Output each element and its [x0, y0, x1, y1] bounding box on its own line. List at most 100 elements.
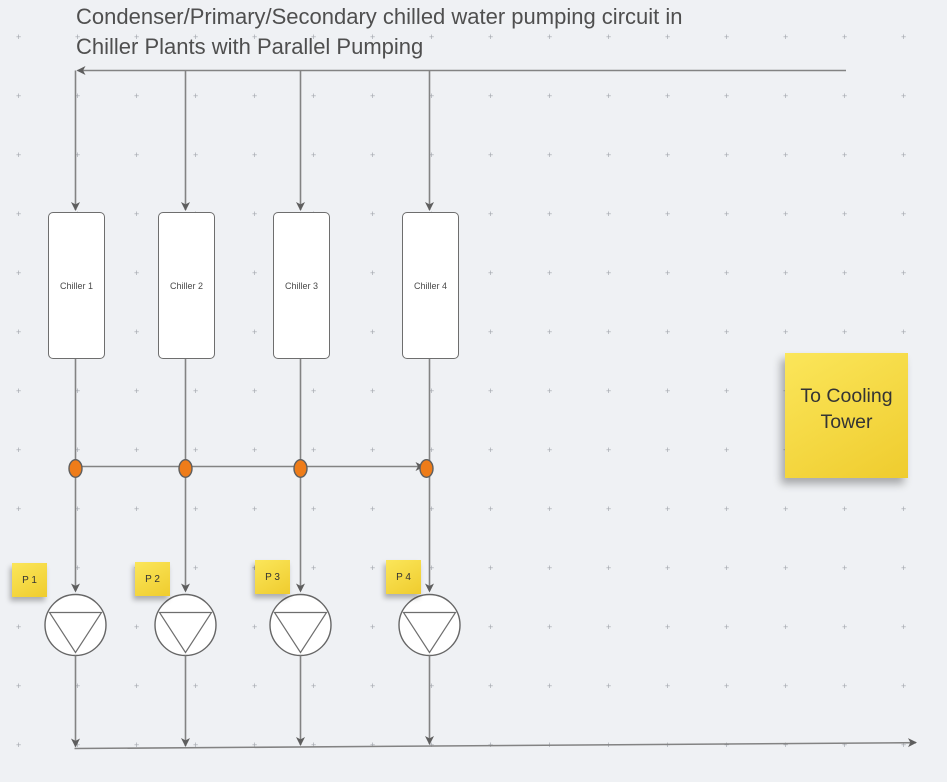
pump-3[interactable] — [269, 593, 332, 657]
cooling-tower-note[interactable]: To Cooling Tower — [785, 353, 908, 478]
chiller-4-label: Chiller 4 — [413, 280, 447, 291]
chiller-3[interactable]: Chiller 3 — [273, 212, 330, 359]
grid-mark: + — [488, 327, 494, 337]
manifold-junction-dot-2[interactable] — [178, 459, 193, 479]
grid-mark: + — [606, 504, 612, 514]
grid-mark: + — [311, 740, 317, 750]
grid-mark: + — [783, 504, 789, 514]
grid-mark: + — [370, 150, 376, 160]
grid-mark: + — [370, 563, 376, 573]
grid-mark: + — [724, 681, 730, 691]
grid-mark: + — [901, 91, 907, 101]
grid-mark: + — [370, 91, 376, 101]
pump-tag-1[interactable]: P 1 — [12, 563, 47, 597]
grid-mark: + — [842, 681, 848, 691]
grid-mark: + — [429, 91, 435, 101]
pump-4[interactable] — [398, 593, 461, 657]
chiller-1[interactable]: Chiller 1 — [48, 212, 105, 359]
grid-mark: + — [665, 386, 671, 396]
grid-mark: + — [370, 327, 376, 337]
grid-mark: + — [16, 622, 22, 632]
pump-1[interactable] — [44, 593, 107, 657]
grid-mark: + — [75, 681, 81, 691]
grid-mark: + — [311, 681, 317, 691]
grid-mark: + — [724, 150, 730, 160]
grid-mark: + — [75, 504, 81, 514]
grid-mark: + — [783, 327, 789, 337]
grid-mark: + — [901, 563, 907, 573]
grid-mark: + — [16, 681, 22, 691]
chiller-2-label: Chiller 2 — [169, 280, 203, 291]
grid-mark: + — [547, 327, 553, 337]
grid-mark: + — [16, 504, 22, 514]
grid-mark: + — [252, 268, 258, 278]
pump-2[interactable] — [154, 593, 217, 657]
grid-mark: + — [547, 150, 553, 160]
pump-tag-2[interactable]: P 2 — [135, 562, 170, 596]
grid-mark: + — [724, 563, 730, 573]
grid-mark: + — [252, 622, 258, 632]
grid-mark: + — [665, 445, 671, 455]
grid-mark: + — [842, 563, 848, 573]
grid-mark: + — [252, 681, 258, 691]
chiller-4[interactable]: Chiller 4 — [402, 212, 459, 359]
grid-mark: + — [606, 327, 612, 337]
grid-mark: + — [134, 32, 140, 42]
grid-mark: + — [842, 327, 848, 337]
grid-mark: + — [311, 32, 317, 42]
grid-mark: + — [429, 504, 435, 514]
grid-mark: + — [842, 740, 848, 750]
grid-mark: + — [429, 681, 435, 691]
chiller-1-label: Chiller 1 — [59, 280, 93, 291]
title-line-1: Condenser/Primary/Secondary chilled wate… — [76, 4, 683, 29]
grid-mark: + — [547, 563, 553, 573]
grid-mark: + — [547, 209, 553, 219]
grid-mark: + — [75, 445, 81, 455]
grid-mark: + — [665, 681, 671, 691]
grid-mark: + — [842, 504, 848, 514]
grid-mark: + — [606, 32, 612, 42]
grid-mark: + — [665, 622, 671, 632]
page-title[interactable]: Condenser/Primary/Secondary chilled wate… — [76, 2, 683, 62]
grid-mark: + — [606, 386, 612, 396]
grid-mark: + — [311, 563, 317, 573]
grid-mark: + — [488, 209, 494, 219]
grid-mark: + — [252, 445, 258, 455]
grid-mark: + — [724, 504, 730, 514]
grid-mark: + — [193, 91, 199, 101]
pump-tag-3[interactable]: P 3 — [255, 560, 290, 594]
manifold-junction-dot-4[interactable] — [419, 459, 434, 479]
chiller-2[interactable]: Chiller 2 — [158, 212, 215, 359]
manifold-junction-dot-3[interactable] — [293, 459, 308, 479]
grid-mark: + — [665, 32, 671, 42]
grid-mark: + — [547, 681, 553, 691]
grid-mark: + — [193, 563, 199, 573]
pump-tag-4[interactable]: P 4 — [386, 560, 421, 594]
grid-mark: + — [429, 32, 435, 42]
grid-mark: + — [429, 740, 435, 750]
grid-mark: + — [193, 32, 199, 42]
grid-mark: + — [665, 563, 671, 573]
grid-mark: + — [429, 563, 435, 573]
grid-mark: + — [134, 740, 140, 750]
grid-mark: + — [724, 209, 730, 219]
grid-mark: + — [901, 622, 907, 632]
grid-mark: + — [547, 445, 553, 455]
grid-mark: + — [16, 32, 22, 42]
cooling-tower-note-text: To Cooling Tower — [800, 385, 893, 433]
grid-mark: + — [606, 209, 612, 219]
grid-mark: + — [134, 150, 140, 160]
grid-mark: + — [134, 327, 140, 337]
grid-mark: + — [75, 91, 81, 101]
grid-mark: + — [901, 740, 907, 750]
grid-mark: + — [488, 504, 494, 514]
grid-mark: + — [75, 150, 81, 160]
pump-4-impeller-icon — [402, 611, 457, 654]
main-outlet-pipe[interactable] — [74, 741, 917, 750]
grid-mark: + — [134, 445, 140, 455]
grid-mark: + — [311, 504, 317, 514]
grid-mark: + — [370, 681, 376, 691]
grid-mark: + — [783, 681, 789, 691]
grid-mark: + — [252, 32, 258, 42]
manifold-junction-dot-1[interactable] — [68, 459, 83, 479]
